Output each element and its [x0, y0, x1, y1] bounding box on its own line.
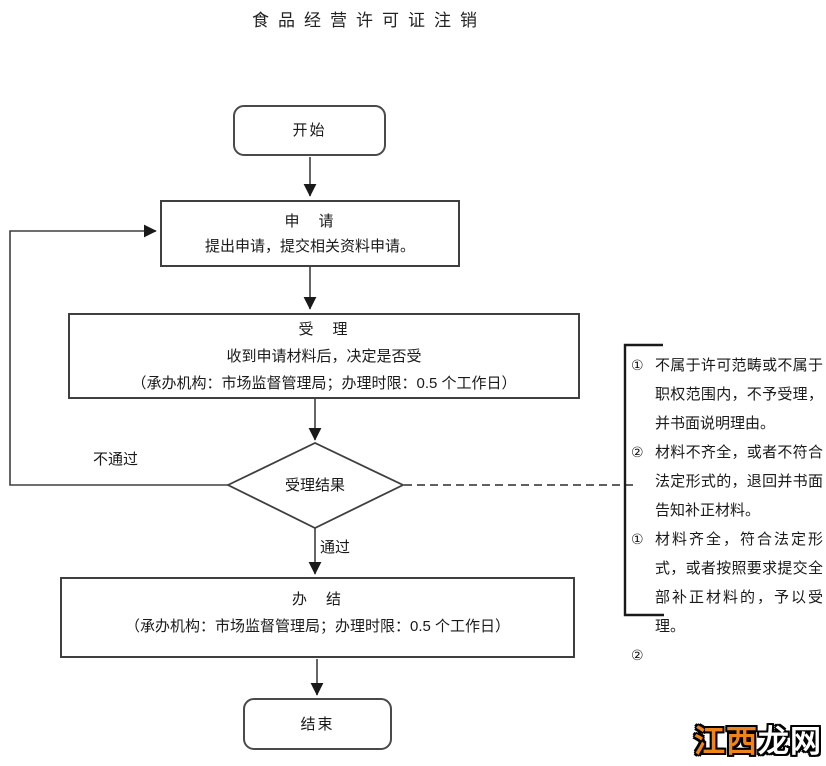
node-accept-title: 受 理 — [298, 320, 350, 338]
edge-label-fail: 不通过 — [93, 451, 139, 468]
node-accept-line2: （承办机构：市场监督管理局；办理时限：0.5 个工作日） — [131, 374, 517, 392]
node-accept-line1: 收到申请材料后，决定是否受 — [226, 347, 422, 365]
note-text: 材料齐全，符合法定形式，或者按照要求提交全部补正材料的，予以受理。 — [655, 531, 823, 635]
node-apply-line1: 提出申请，提交相关资料申请。 — [204, 237, 415, 255]
node-start: 开始 — [233, 105, 386, 156]
watermark-part1: 江西 — [694, 724, 758, 759]
node-finish: 办 结 （承办机构：市场监督管理局；办理时限：0.5 个工作日） — [60, 577, 575, 658]
note-marker: ② — [631, 647, 644, 663]
note-item: ① 不属于许可范畴或不属于职权范围内，不予受理，并书面说明理由。 — [631, 351, 823, 438]
node-apply-title: 申 请 — [284, 212, 336, 230]
edge-label-pass: 通过 — [320, 539, 351, 556]
note-item: ② 材料不齐全，或者不符合法定形式的，退回并书面告知补正材料。 — [631, 438, 823, 525]
page-title: 食品经营许可证注销 — [252, 11, 486, 30]
watermark-logo: 江西龙网 — [694, 716, 822, 761]
watermark-part2: 龙网 — [758, 724, 822, 759]
node-decision-label: 受理结果 — [284, 477, 345, 494]
node-finish-line1: （承办机构：市场监督管理局；办理时限：0.5 个工作日） — [124, 618, 511, 635]
note-marker: ① — [631, 531, 644, 547]
note-item: ② — [631, 641, 823, 670]
note-text: 材料不齐全，或者不符合法定形式的，退回并书面告知补正材料。 — [655, 444, 823, 519]
note-marker: ② — [631, 444, 644, 460]
node-end-label: 结束 — [300, 715, 335, 733]
node-accept: 受 理 收到申请材料后，决定是否受 （承办机构：市场监督管理局；办理时限：0.5… — [68, 313, 580, 399]
node-start-label: 开始 — [292, 122, 327, 139]
node-finish-title: 办 结 — [291, 591, 343, 608]
node-apply: 申 请 提出申请，提交相关资料申请。 — [160, 200, 460, 267]
note-marker: ① — [631, 357, 644, 373]
note-item: ① 材料齐全，符合法定形式，或者按照要求提交全部补正材料的，予以受理。 — [631, 525, 823, 641]
node-end: 结束 — [243, 698, 392, 750]
note-text: 不属于许可范畴或不属于职权范围内，不予受理，并书面说明理由。 — [655, 357, 823, 432]
notes-panel: ① 不属于许可范畴或不属于职权范围内，不予受理，并书面说明理由。 ② 材料不齐全… — [631, 351, 823, 670]
